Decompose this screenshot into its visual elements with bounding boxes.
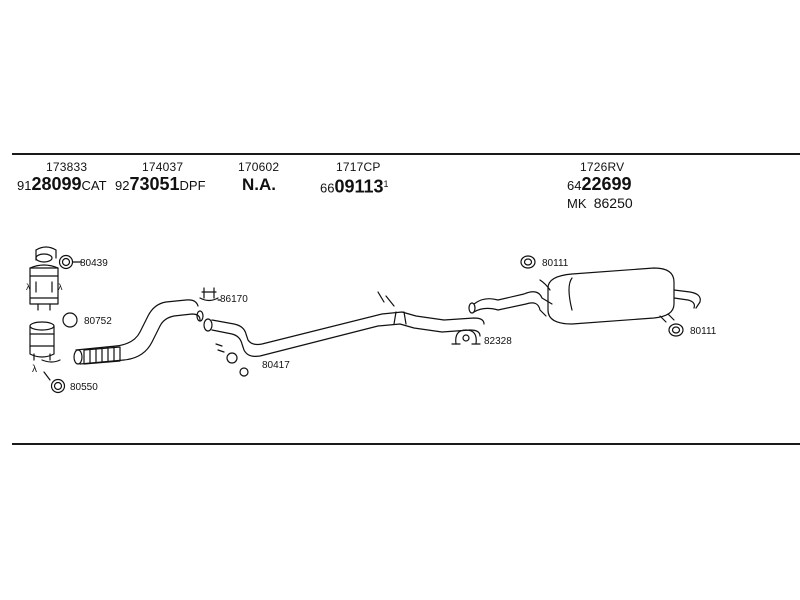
header-col-5-top: 1726RV bbox=[580, 160, 625, 174]
lambda-symbol: λ bbox=[26, 282, 31, 292]
header-col-5-code: 6422699 bbox=[567, 175, 632, 195]
part-label-80439: 80439 bbox=[80, 258, 108, 269]
intermediate-pipe bbox=[203, 291, 485, 357]
header-col-1-code: 9128099CAT bbox=[17, 175, 107, 195]
top-rule bbox=[12, 153, 800, 155]
header-col-5-sub: MK 86250 bbox=[567, 195, 633, 211]
part-label-80417: 80417 bbox=[262, 360, 290, 371]
part-label-80550: 80550 bbox=[70, 382, 98, 393]
header-col-1-top: 173833 bbox=[46, 160, 88, 174]
gasket-80439 bbox=[58, 254, 74, 270]
code-suffix: CAT bbox=[81, 178, 107, 193]
bottom-rule bbox=[12, 443, 800, 445]
part-label-80111-bottom: 80111 bbox=[690, 326, 717, 337]
code-prefix: 66 bbox=[320, 180, 335, 196]
code-main: 73051 bbox=[129, 174, 180, 194]
part-label-80752: 80752 bbox=[84, 316, 112, 327]
gasket-80752 bbox=[62, 312, 78, 328]
bracket-86170 bbox=[199, 287, 219, 302]
header-col-3-code: N.A. bbox=[242, 175, 276, 194]
rubber-mount-80111-top bbox=[520, 255, 536, 269]
particle-filter bbox=[29, 321, 61, 363]
header-col-2-code: 9273051DPF bbox=[115, 175, 206, 195]
front-pipe bbox=[73, 299, 204, 365]
header-col-4-top: 1717CP bbox=[336, 160, 381, 174]
header-col-2-top: 174037 bbox=[142, 160, 184, 174]
gasket-80550 bbox=[50, 378, 66, 394]
lambda-symbol: λ bbox=[32, 364, 37, 375]
rear-pipe bbox=[468, 291, 553, 317]
code-main: 22699 bbox=[581, 174, 632, 194]
sub-prefix: MK bbox=[567, 196, 587, 211]
code-prefix: 91 bbox=[17, 178, 32, 193]
part-label-80111-top: 80111 bbox=[542, 258, 569, 269]
code-superscript: 1 bbox=[383, 179, 389, 189]
clamp-82328 bbox=[451, 329, 481, 345]
part-label-86170: 86170 bbox=[220, 294, 248, 305]
code-main: 28099 bbox=[31, 174, 82, 194]
code-prefix: 64 bbox=[567, 178, 582, 193]
rear-muffler bbox=[539, 267, 701, 325]
code-prefix: 92 bbox=[115, 178, 130, 193]
catalytic-converter bbox=[29, 246, 59, 311]
code-suffix: DPF bbox=[179, 178, 206, 193]
lambda-symbol: λ bbox=[58, 282, 63, 292]
clamp-80417 bbox=[215, 343, 249, 377]
header-col-3-top: 170602 bbox=[238, 160, 280, 174]
rubber-mount-80111-bottom bbox=[668, 323, 684, 337]
code-main: 09113 bbox=[334, 176, 384, 197]
part-label-82328: 82328 bbox=[484, 336, 512, 347]
header-col-4-code: 66091131 bbox=[320, 175, 389, 197]
sub-value: 86250 bbox=[593, 195, 633, 211]
